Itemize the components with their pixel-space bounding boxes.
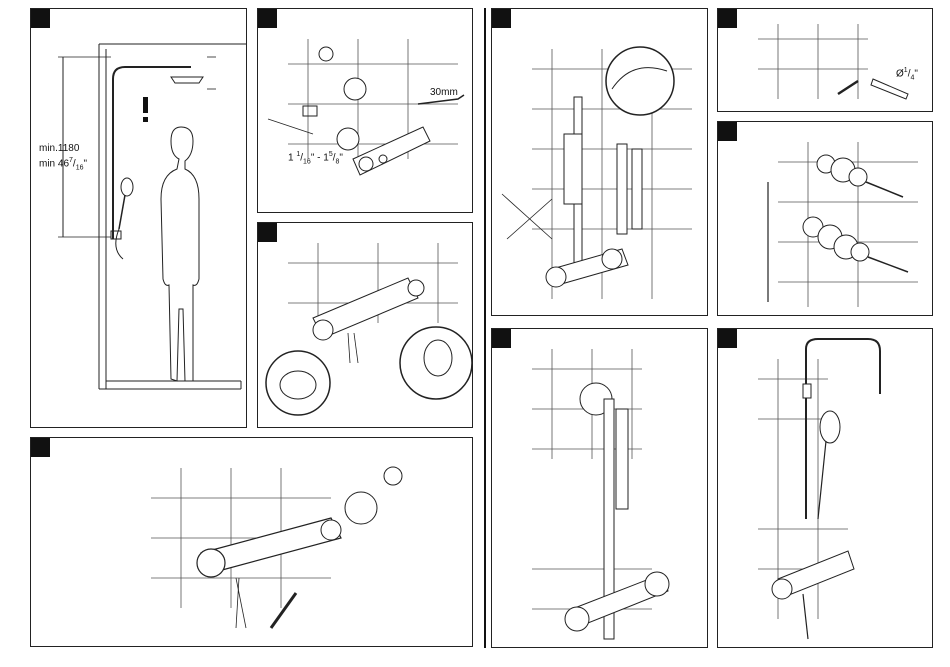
drill-holes-illustration (718, 9, 933, 112)
panel-attach-riser-rail (491, 8, 708, 316)
panel-connect-hand-shower (491, 328, 708, 648)
flush-adjust-illustration (258, 223, 473, 428)
panel-attach-head-and-hose (717, 328, 933, 648)
eccentric-distance-label: 1 1/16" - 15/8" (288, 149, 343, 167)
wall-brackets-illustration (718, 122, 933, 316)
attach-head-and-hose-illustration (718, 329, 933, 648)
eccentric-connection-illustration (258, 9, 473, 213)
height-dimension-inch-label: min 467/16" (39, 155, 87, 173)
attach-riser-rail-illustration (492, 9, 708, 316)
panel-installation-height: min.1180 min 467/16" (30, 8, 247, 428)
panel-wall-brackets (717, 121, 933, 316)
panel-connect-eccentrics: 30mm 1 1/16" - 15/8" (257, 8, 473, 213)
panel-flush-adjust (257, 222, 473, 428)
column-divider (484, 8, 486, 648)
height-dimension-label: min.1180 (39, 143, 79, 154)
panel-mount-thermostat (30, 437, 473, 647)
panel-drill-holes: Ø1/4" (717, 8, 933, 112)
drill-diameter-label: Ø1/4" (896, 65, 918, 83)
wrench-size-label: 30mm (430, 87, 458, 98)
mount-thermostat-illustration (31, 438, 473, 647)
installation-height-illustration (31, 9, 247, 428)
connect-hand-shower-illustration (492, 329, 708, 648)
